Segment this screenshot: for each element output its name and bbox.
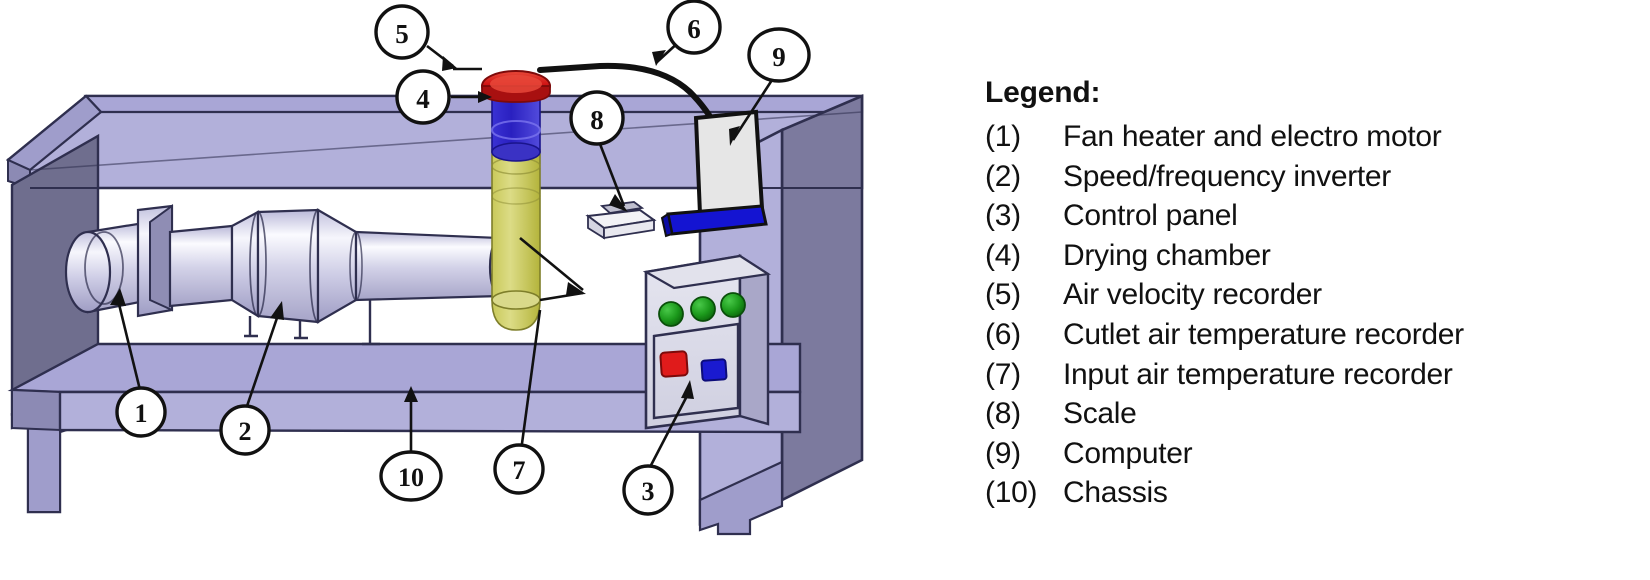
legend-item-number: (4) [985, 238, 1021, 272]
legend-item-label: Chassis [1063, 476, 1168, 510]
legend-item-number: (7) [985, 357, 1021, 391]
legend-item: (3) Control panel [985, 196, 1645, 236]
legend-item-label: Speed/frequency inverter [1063, 159, 1392, 193]
legend-item-number: (2) [985, 159, 1021, 193]
callout-9: 9 [747, 27, 811, 83]
legend-item: (5) Air velocity recorder [985, 275, 1645, 315]
legend-item-label: Fan heater and electro motor [1063, 120, 1442, 153]
callout-2-label: 2 [239, 417, 252, 446]
callout-2: 2 [219, 404, 271, 456]
legend-item-number: (1) [985, 120, 1021, 153]
indicator-light-green [658, 301, 684, 327]
callout-4: 4 [395, 69, 451, 125]
callout-8-label: 8 [590, 105, 604, 135]
callout-5: 5 [374, 4, 430, 60]
legend-item: (4) Drying chamber [985, 236, 1645, 276]
legend-item-label: Drying chamber [1063, 238, 1271, 272]
callout-3-label: 3 [642, 477, 655, 506]
control-panel [642, 253, 772, 430]
blue-button [700, 358, 728, 382]
indicator-light-green [690, 296, 716, 322]
legend-item: (2) Speed/frequency inverter [985, 157, 1645, 197]
legend-item-label: Scale [1063, 397, 1137, 431]
legend-item-number: (5) [985, 278, 1021, 312]
legend-item-label: Control panel [1063, 199, 1238, 233]
callout-8: 8 [569, 90, 625, 146]
callout-6-label: 6 [687, 14, 701, 44]
legend-item: (7) Input air temperature recorder [985, 355, 1645, 395]
callout-3: 3 [622, 464, 674, 516]
legend-item-label: Cutlet air temperature recorder [1063, 317, 1464, 351]
scale-device [585, 201, 657, 240]
legend-item-number: (6) [985, 317, 1021, 351]
legend-panel: Legend: (1)Fan heater and electro motor(… [985, 78, 1645, 513]
fan-heater-motor [64, 220, 152, 314]
callout-6: 6 [666, 0, 722, 55]
red-button [659, 350, 689, 378]
callout-4-label: 4 [416, 84, 430, 114]
legend-item-number: (8) [985, 397, 1021, 431]
laptop-computer [660, 109, 768, 238]
legend-item-number: (10) [985, 476, 1038, 510]
legend-item: (1) Fan heater and electro motor [985, 117, 1645, 157]
callout-5-label: 5 [395, 19, 409, 49]
callout-10-label: 10 [398, 463, 424, 492]
drying-chamber-column [481, 70, 551, 331]
legend-item-number: (9) [985, 436, 1021, 470]
callout-9-label: 9 [772, 42, 786, 72]
indicator-light-green [720, 292, 746, 318]
callout-10: 10 [379, 450, 443, 502]
callout-7: 7 [493, 443, 545, 495]
legend-item: (6) Cutlet air temperature recorder [985, 315, 1645, 355]
legend-item: (9) Computer [985, 434, 1645, 474]
callout-bubbles: 5 4 6 9 8 1 2 [115, 0, 811, 516]
leader-lines [110, 39, 774, 472]
callout-1-label: 1 [135, 399, 148, 428]
legend-item-label: Input air temperature recorder [1063, 357, 1453, 391]
equipment-diagram: 5 4 6 9 8 1 2 [5, 0, 864, 536]
duct-assembly [64, 204, 512, 346]
legend-item-label: Computer [1063, 436, 1193, 470]
legend-item: (8) Scale [985, 394, 1645, 434]
legend-item-number: (3) [985, 199, 1021, 233]
callout-1: 1 [115, 386, 167, 438]
legend-list: (1) Fan heater and electro motor (2) Speed/… [985, 117, 1645, 513]
callout-7-label: 7 [513, 456, 526, 485]
legend-item: (10) Chassis [985, 473, 1645, 513]
legend-item-label: Air velocity recorder [1063, 278, 1322, 312]
legend-title: Legend: [985, 76, 1101, 109]
